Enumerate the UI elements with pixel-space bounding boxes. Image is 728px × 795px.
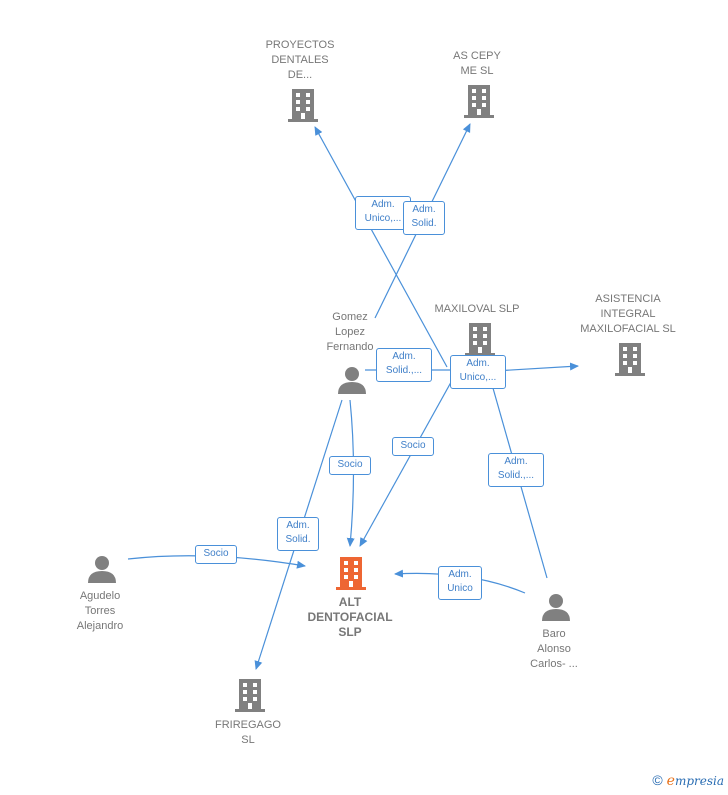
person-icon-baro: [542, 594, 570, 621]
node-label-gomez[interactable]: Gomez Lopez Fernando: [326, 311, 374, 353]
node-label-alt[interactable]: ALT DENTOFACIAL SLP: [307, 595, 393, 639]
edge-label-agudelo-alt: Socio: [195, 545, 237, 564]
brand-logo-initial: e: [666, 773, 675, 789]
edge-label-gomez-ascepy: Adm. Solid.: [403, 201, 445, 235]
edge-label-baro-alt: Adm. Unico: [438, 566, 482, 600]
brand-logo-text: mpresia: [674, 774, 724, 788]
building-icon-friregago: [235, 679, 265, 712]
person-icon-agudelo: [88, 556, 116, 583]
node-label-maxiloval[interactable]: MAXILOVAL SLP: [434, 303, 520, 315]
building-icon-alt: [336, 557, 366, 590]
node-label-agudelo[interactable]: Agudelo Torres Alejandro: [76, 590, 124, 632]
node-label-proyectos[interactable]: PROYECTOS DENTALES DE...: [265, 39, 335, 81]
edge-gomez-proyectos: [314, 126, 448, 368]
edge-label-maxiloval-asistencia: Adm. Unico,...: [450, 355, 506, 389]
edge-label-baro-maxiloval: Adm. Solid.,...: [488, 453, 544, 487]
node-label-baro[interactable]: Baro Alonso Carlos- ...: [530, 628, 578, 670]
copyright-icon: ©: [652, 772, 663, 788]
node-label-asistencia[interactable]: ASISTENCIA INTEGRAL MAXILOFACIAL SL: [580, 293, 676, 335]
building-icon-proyectos: [288, 89, 318, 122]
building-icon-maxiloval: [465, 323, 495, 356]
empresia-watermark: ©empresia: [652, 772, 724, 789]
node-label-ascepy[interactable]: AS CEPY ME SL: [453, 50, 501, 77]
edge-label-gomez-friregago: Adm. Solid.: [277, 517, 319, 551]
building-icon-ascepy: [464, 85, 494, 118]
edge-label-maxiloval-alt: Socio: [392, 437, 434, 456]
edge-label-gomez-maxiloval: Adm. Solid.,...: [376, 348, 432, 382]
edge-label-gomez-alt: Socio: [329, 456, 371, 475]
building-icon-asistencia: [615, 343, 645, 376]
person-icon-gomez: [338, 367, 366, 394]
node-label-friregago[interactable]: FRIREGAGO SL: [214, 719, 281, 746]
